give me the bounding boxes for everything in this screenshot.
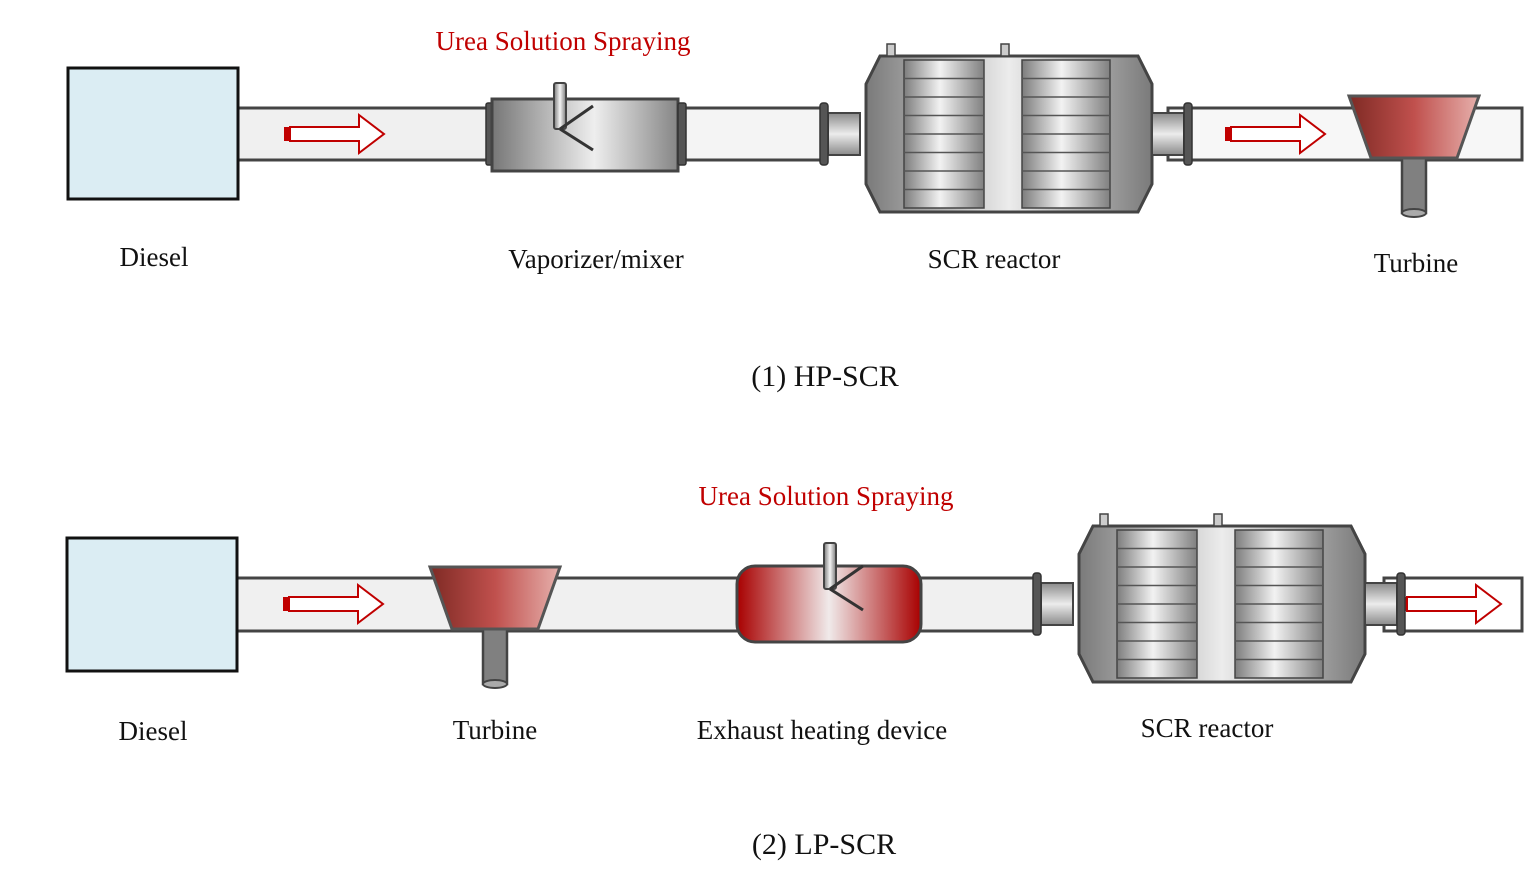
panel-lp-scr: Urea Solution Spraying Diesel Turbine Ex… [65, 481, 1524, 861]
component-label: Exhaust heating device [697, 715, 947, 745]
panel-hp-scr: Urea Solution Spraying Diesel Vaporizer/… [66, 26, 1524, 393]
urea-spraying-label: Urea Solution Spraying [699, 481, 954, 511]
urea-spraying-label: Urea Solution Spraying [436, 26, 691, 56]
component-label: Vaporizer/mixer [508, 244, 683, 274]
component-label: SCR reactor [928, 244, 1061, 274]
exhaust-pipe [678, 106, 824, 162]
exhaust-heating-device-icon [735, 541, 923, 644]
component-label: Diesel [120, 242, 189, 272]
component-label: Turbine [453, 715, 538, 745]
diesel-engine-icon [65, 536, 239, 673]
panel-caption: (1) HP-SCR [751, 360, 899, 393]
component-label: SCR reactor [1141, 713, 1274, 743]
scr-reactor-icon [818, 42, 1194, 214]
vaporizer-mixer-icon [485, 81, 687, 173]
scr-reactor-icon [1031, 512, 1407, 684]
diesel-engine-icon [66, 66, 240, 201]
component-label: Turbine [1374, 248, 1459, 278]
panel-caption: (2) LP-SCR [752, 828, 896, 861]
component-label: Diesel [119, 716, 188, 746]
